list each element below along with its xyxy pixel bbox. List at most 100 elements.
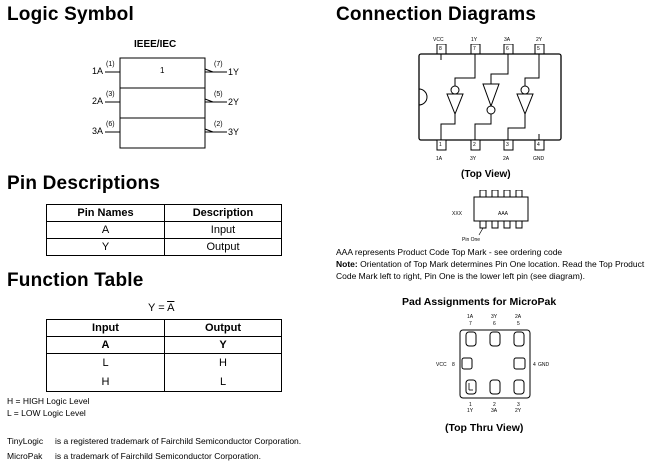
micropak-vcc-num: 8 — [452, 362, 455, 368]
cell-input-h: H — [46, 372, 165, 392]
top-mark-left-label: XXX — [452, 211, 463, 217]
bottom-pin-3-num: 3 — [506, 142, 509, 148]
legend-high: H = HIGH Logic Level — [7, 396, 90, 406]
cell-output-l: L — [164, 372, 282, 392]
mark-pin — [479, 220, 487, 229]
note-label: Note: — [336, 259, 358, 269]
cell-pin-a: A — [46, 221, 165, 239]
gate2-output-wire — [474, 114, 492, 140]
subheader-a: A — [46, 336, 165, 354]
mark-pin — [503, 190, 511, 198]
micropak-gnd-label: GND — [538, 362, 550, 368]
pin-one-label: Pin One — [462, 237, 481, 243]
micropak-pad-8 — [461, 357, 473, 370]
table-header-row: Input Output — [46, 319, 282, 337]
pin-descriptions-title: Pin Descriptions — [7, 173, 161, 194]
note-text: Orientation of Top Mark determines Pin O… — [336, 259, 645, 281]
top-mark-aaa: AAA — [498, 211, 509, 217]
gate2-input-wire — [490, 54, 509, 84]
cell-desc-input: Input — [164, 221, 282, 239]
top-pin-7-num: 7 — [473, 46, 476, 52]
micropak-bottom-3-num: 3 — [517, 402, 520, 408]
micropak-body — [459, 329, 531, 399]
gate2-triangle — [482, 83, 500, 108]
product-code-note: AAA represents Product Code Top Mark - s… — [336, 247, 563, 257]
input-3a-label: 3A — [92, 126, 104, 136]
header-input: Input — [46, 319, 165, 337]
micropak-title: Pad Assignments for MicroPak — [402, 296, 557, 308]
bottom-pin-2-num: 2 — [473, 142, 476, 148]
header-description: Description — [164, 204, 282, 222]
output-2y-label: 2Y — [228, 97, 240, 107]
top-pin-8-num: 8 — [439, 46, 442, 52]
connection-diagrams-title: Connection Diagrams — [336, 4, 537, 25]
ieee-iec-label: IEEE/IEC — [134, 39, 177, 50]
top-mark-package — [473, 190, 529, 236]
micropak-bottom-1-num: 1 — [469, 402, 472, 408]
pin-1y-label: 1Y — [471, 37, 478, 43]
trademark-tinylogic-name: TinyLogic — [7, 436, 44, 446]
mark-pin — [491, 190, 499, 198]
pin-1a-label: 1A — [436, 156, 443, 162]
top-thru-view-caption: (Top Thru View) — [445, 422, 524, 434]
micropak-pad-1 — [465, 379, 477, 395]
equation-a-bar: A — [167, 302, 175, 314]
trademark-tinylogic-text: is a registered trademark of Fairchild S… — [55, 436, 302, 446]
micropak-gnd-num: 4 — [533, 362, 536, 368]
input-1a-pin: (1) — [106, 61, 115, 68]
micropak-bottom-1y-label: 1Y — [467, 408, 474, 414]
mark-pin — [479, 190, 487, 198]
cell-desc-output: Output — [164, 238, 282, 256]
gate-label: 1 — [160, 66, 165, 75]
micropak-pad-5 — [513, 331, 525, 347]
orientation-note: Note: Orientation of Top Mark determines… — [336, 258, 646, 282]
table-row: A Input — [46, 221, 282, 239]
function-table: Input Output A Y L H H L — [46, 319, 282, 392]
gate3-output-wire — [524, 54, 540, 86]
mark-pin — [515, 190, 523, 198]
pin-one-pointer — [478, 227, 484, 236]
output-1y-pin: (7) — [214, 61, 223, 68]
bottom-pin-1-num: 1 — [439, 142, 442, 148]
table-header-row: Pin Names Description — [46, 204, 282, 222]
cell-input-l: L — [46, 353, 165, 373]
gate3-bubble — [520, 85, 530, 95]
logic-symbol-box — [119, 57, 206, 149]
mark-pin — [503, 220, 511, 229]
input-3a-pin: (6) — [106, 121, 115, 128]
micropak-bottom-3a-label: 3A — [491, 408, 498, 414]
pin-gnd-label: GND — [533, 156, 545, 162]
top-pin-6-num: 6 — [506, 46, 509, 52]
bottom-pin-4-num: 4 — [537, 142, 540, 148]
micropak-top-6-num: 6 — [493, 321, 496, 327]
output-3y-label: 3Y — [228, 127, 240, 137]
table-row: H L — [46, 372, 282, 392]
legend-low: L = LOW Logic Level — [7, 408, 86, 418]
cell-output-h: H — [164, 353, 282, 373]
mark-pin — [491, 220, 499, 229]
micropak-pad-6 — [489, 331, 501, 347]
table-subheader-row: A Y — [46, 336, 282, 354]
pin-3a-label: 3A — [504, 37, 511, 43]
micropak-bottom-2-num: 2 — [493, 402, 496, 408]
micropak-pad-4 — [513, 357, 526, 370]
micropak-pad-7 — [465, 331, 477, 347]
header-pin-names: Pin Names — [46, 204, 165, 222]
mark-pin — [515, 220, 523, 229]
micropak-top-7-num: 7 — [469, 321, 472, 327]
micropak-top-2a-label: 2A — [515, 314, 522, 320]
header-output: Output — [164, 319, 282, 337]
logic-symbol-title: Logic Symbol — [7, 4, 134, 25]
micropak-vcc-label: VCC — [436, 362, 447, 368]
gate1-output-wire — [454, 54, 476, 86]
table-row: L H — [46, 353, 282, 373]
pin-3y-label: 3Y — [470, 156, 477, 162]
gate2-bubble — [486, 105, 496, 115]
package-notch — [418, 88, 428, 106]
micropak-pad-2 — [489, 379, 501, 395]
mark-body — [473, 196, 529, 222]
gate1-input-wire — [440, 114, 456, 140]
pin-2a-label: 2A — [503, 156, 510, 162]
output-3y-pin: (2) — [214, 121, 223, 128]
output-2y-pin: (5) — [214, 91, 223, 98]
